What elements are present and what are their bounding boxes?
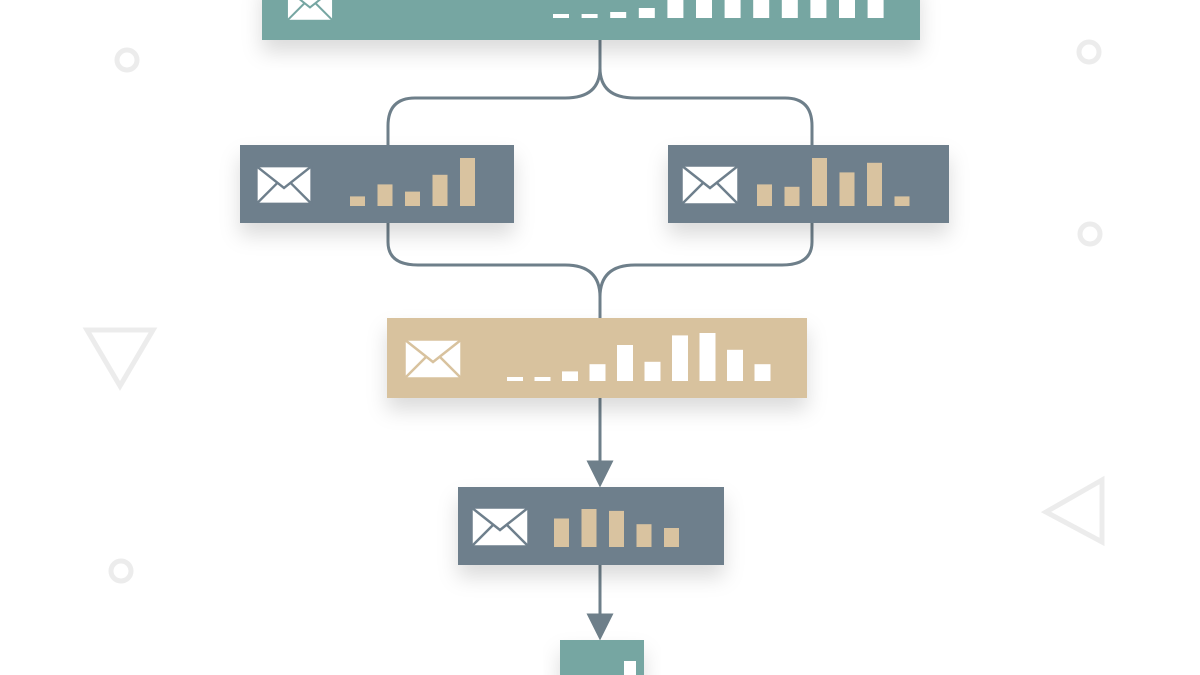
signal-bar (753, 0, 770, 18)
flow-node-lower (458, 487, 724, 565)
signal-bar (699, 333, 716, 381)
signal-bar (839, 0, 855, 18)
signal-bar (534, 377, 551, 381)
signal-bar (554, 518, 569, 547)
signal-bar (812, 158, 827, 206)
envelope-icon (403, 338, 463, 380)
signal-bar (609, 510, 624, 547)
signal-bar (867, 0, 884, 18)
signal-bar (553, 14, 569, 18)
signal-bar (405, 191, 420, 206)
signal-bar (839, 172, 855, 206)
signal-bar (867, 162, 882, 206)
nodes-layer (240, 0, 949, 675)
signal-bar (638, 8, 655, 18)
signal-bar (581, 509, 597, 547)
envelope-icon (680, 164, 740, 206)
signal-bar (636, 524, 652, 547)
envelope-icon (470, 506, 530, 548)
signal-bar (894, 196, 910, 206)
envelope-icon (285, 0, 335, 22)
signal-bar (667, 0, 684, 18)
signal-bar (810, 0, 827, 18)
flow-node-top (262, 0, 920, 40)
signal-bar (754, 364, 771, 381)
merge-connector (598, 223, 814, 318)
merge-connector (386, 223, 602, 318)
signal-bar (757, 184, 772, 206)
decor-triangle (82, 327, 158, 391)
flow-node-merge (387, 318, 807, 398)
split-connector (598, 40, 814, 145)
split-connector (386, 40, 602, 145)
connectors (386, 40, 814, 641)
signal-bar (664, 528, 679, 547)
signal-bar (617, 345, 633, 381)
decor-circle (108, 558, 134, 584)
signal-bar (460, 158, 475, 206)
signal-bar (784, 186, 800, 206)
signal-bar (727, 349, 743, 381)
signal-bar (672, 335, 688, 381)
flow-node-left (240, 145, 514, 223)
signal-bar (377, 184, 393, 206)
decor-circle (114, 47, 140, 73)
decor-triangle (1040, 475, 1105, 547)
signal-bar (581, 14, 598, 18)
signal-bar (624, 661, 636, 675)
background-decorations (82, 39, 1105, 584)
node-box (262, 0, 920, 40)
signal-bar (432, 174, 448, 206)
decor-circle (1077, 221, 1103, 247)
signal-bar (696, 0, 712, 18)
signal-bar (724, 0, 741, 18)
signal-bar (507, 377, 523, 381)
signal-bar (562, 371, 578, 381)
signal-bar (589, 364, 606, 381)
signal-bar (781, 0, 798, 18)
signal-bar (610, 12, 627, 18)
flow-node-right (668, 145, 949, 223)
envelope-icon (255, 164, 313, 206)
signal-bar (644, 361, 661, 381)
flow-node-bottom (560, 640, 644, 675)
decor-circle (1076, 39, 1102, 65)
signal-bar (350, 196, 365, 206)
